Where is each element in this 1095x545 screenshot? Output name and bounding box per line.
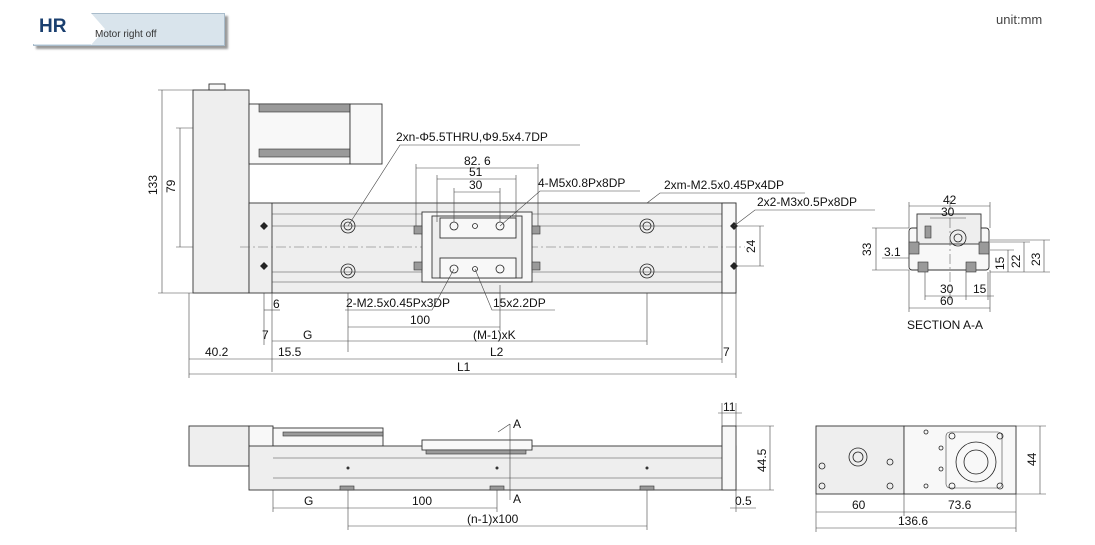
dim-l1: L1 [457, 360, 471, 374]
section-dim-42: 42 [943, 193, 957, 207]
section-dim-3-1: 3.1 [884, 245, 901, 259]
callout-table-taps: 4-M5x0.8Px8DP [538, 176, 625, 190]
side-dim-100: 100 [412, 494, 432, 508]
dim-79: 79 [164, 179, 178, 193]
side-dim-n-100: (n-1)x100 [467, 512, 519, 526]
side-view: A A 11 44.5 G 100 (n-1)x100 0.5 [188, 400, 774, 530]
section-dim-15: 15 [993, 256, 1007, 270]
motor-cap [208, 83, 226, 91]
dim-40-2: 40.2 [205, 345, 229, 359]
end-dim-136-6: 136.6 [898, 514, 928, 528]
dim-7-left: 7 [262, 328, 269, 342]
dim-g-top: G [303, 328, 312, 342]
dim-15-5: 15.5 [278, 345, 302, 359]
dim-100-top: 100 [410, 313, 430, 327]
callout-side-taps: 2xm-M2.5x0.45Px4DP [664, 178, 784, 192]
unit-label: unit:mm [996, 12, 1043, 27]
dim-133: 133 [146, 175, 160, 195]
side-dim-0-5: 0.5 [735, 494, 752, 508]
dim-mk: (M-1)xK [473, 328, 516, 342]
section-dim-30-bottom: 30 [940, 282, 954, 296]
end-view: 44 60 73.6 136.6 [815, 425, 1046, 532]
side-motor-housing [188, 425, 250, 467]
dim-51: 51 [469, 165, 483, 179]
badge-code: HR [39, 16, 67, 37]
callout-pin-taps: 2-M2.5x0.45Px3DP [346, 296, 450, 310]
section-dim-15-bottom: 15 [973, 282, 987, 296]
motor-housing [192, 89, 250, 294]
callout-thru-holes: 2xn-Φ5.5THRU,Φ9.5x4.7DP [396, 130, 548, 144]
badge-code-box [33, 13, 91, 44]
badge-description: Motor right off [95, 29, 157, 40]
dim-7-right: 7 [723, 345, 730, 359]
side-dim-44-5: 44.5 [755, 448, 769, 472]
end-motor-face [815, 425, 905, 495]
section-dim-33: 33 [860, 242, 874, 256]
motor-fin-top [258, 103, 351, 113]
side-section-mark-bottom: A [513, 492, 521, 506]
side-dim-g: G [304, 494, 313, 508]
badge-arrow-icon [91, 13, 105, 45]
end-dim-73-6: 73.6 [948, 498, 972, 512]
dim-30: 30 [469, 178, 483, 192]
section-a-a: 42 30 33 3.1 15 22 23 30 15 60 SECTION A… [860, 193, 1050, 332]
header-badge: HR Motor right off [33, 13, 229, 49]
section-dim-30-top: 30 [941, 205, 955, 219]
thru-holes [340, 218, 655, 279]
dim-6: 6 [273, 297, 280, 311]
callout-counterbore: 15x2.2DP [493, 296, 546, 310]
side-dim-11: 11 [723, 400, 736, 414]
motor-fin-bottom [258, 148, 351, 158]
motor-end [349, 103, 383, 165]
section-dim-23: 23 [1029, 252, 1043, 266]
end-body-face [903, 425, 1017, 495]
side-section-mark-top: A [513, 417, 521, 431]
dim-82-6: 82. 6 [464, 154, 491, 168]
top-view: 2xn-Φ5.5THRU,Φ9.5x4.7DP 4-M5x0.8Px8DP 2x… [146, 83, 875, 378]
section-dim-60: 60 [940, 294, 954, 308]
dim-l2: L2 [490, 345, 504, 359]
dim-24: 24 [744, 239, 758, 253]
end-dim-44: 44 [1025, 452, 1039, 466]
callout-end-taps: 2x2-M3x0.5Px8DP [757, 195, 857, 209]
section-title: SECTION A-A [907, 318, 983, 332]
end-dim-60: 60 [852, 498, 866, 512]
section-dim-22: 22 [1009, 254, 1023, 268]
